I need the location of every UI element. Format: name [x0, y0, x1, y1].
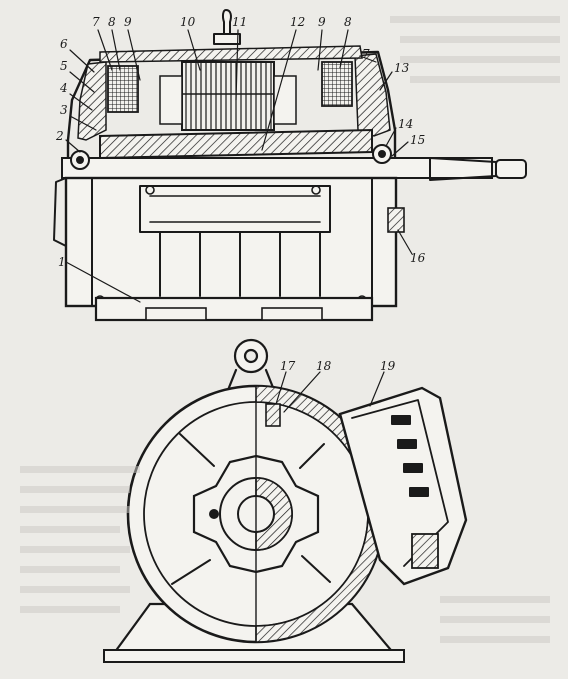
motor-housing: [66, 45, 397, 178]
callout-19: 19: [380, 359, 396, 373]
callout-7-right: 7: [362, 47, 370, 61]
lifting-eye: [213, 9, 241, 45]
callout-16: 16: [410, 251, 426, 265]
callout-11: 11: [232, 15, 247, 29]
bearing-right: [372, 144, 392, 164]
bearing-left: [70, 150, 90, 170]
callout-6: 6: [60, 37, 68, 51]
background-page-text: [20, 16, 560, 643]
longitudinal-section-view: [53, 9, 527, 322]
callout-9-left: 9: [124, 15, 132, 29]
stator-winding-left: [107, 65, 139, 113]
lifting-eye-end: [226, 338, 276, 392]
callout-15: 15: [410, 133, 425, 147]
stator-winding-right: [321, 61, 353, 107]
callout-1: 1: [58, 255, 66, 269]
end-view-part-18: [265, 403, 281, 427]
callout-12: 12: [290, 15, 305, 29]
rotor-hub: [192, 399, 320, 641]
callout-5: 5: [60, 59, 68, 73]
callout-14: 14: [398, 117, 413, 131]
rotor: [99, 128, 373, 160]
callout-4: 4: [59, 81, 68, 95]
frame-base: [53, 176, 405, 322]
callout-2: 2: [55, 129, 64, 143]
callout-8-right: 8: [344, 15, 352, 29]
terminal-box: [338, 386, 468, 586]
leader-lines: [65, 29, 413, 413]
callout-17: 17: [280, 359, 296, 373]
callout-9-right: 9: [318, 15, 326, 29]
callout-13: 13: [394, 61, 410, 75]
callout-8-left: 8: [108, 15, 116, 29]
callout-18: 18: [316, 359, 332, 373]
callout-labels: 7 8 9 10 11 12 9 8 7 13 6 5 4 3 2 14 15 …: [55, 15, 426, 373]
stator-core: [159, 61, 297, 131]
end-view: [103, 338, 468, 663]
callout-3: 3: [60, 103, 68, 117]
callout-10: 10: [180, 15, 196, 29]
shaft: [61, 157, 527, 181]
callout-7-left: 7: [92, 15, 100, 29]
